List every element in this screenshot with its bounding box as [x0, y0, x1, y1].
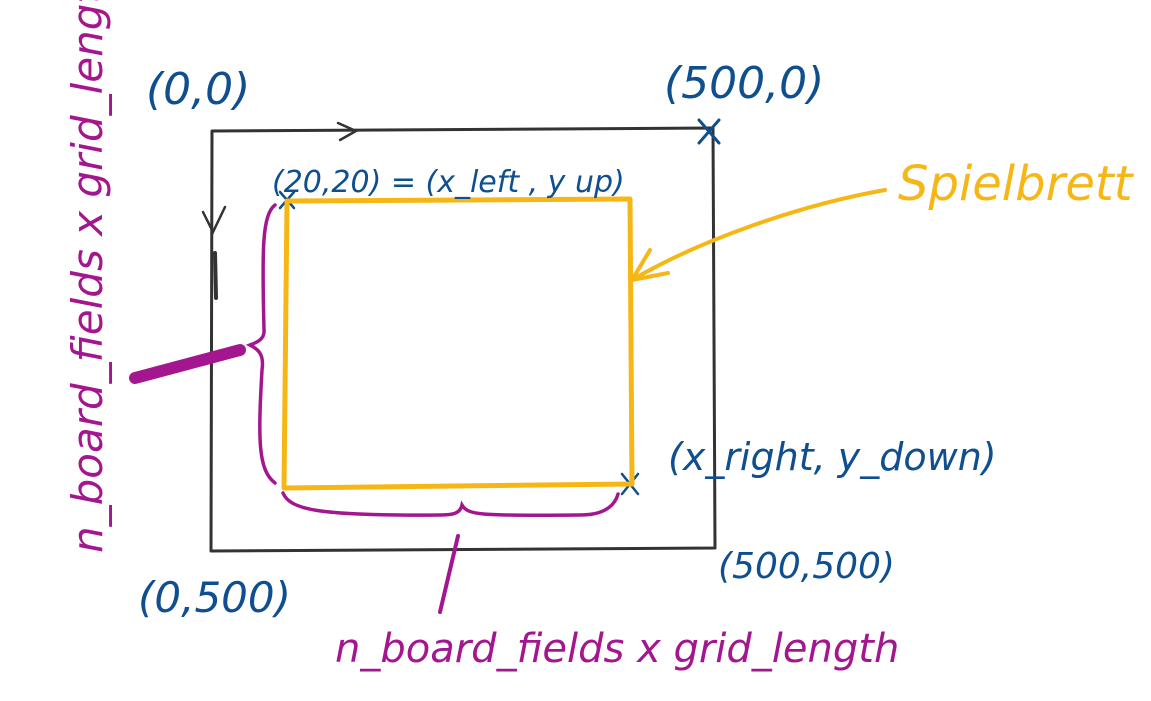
label-vertical-size: n_board_fields x grid_length	[63, 0, 112, 553]
label-board: Spielbrett	[898, 156, 1135, 212]
vertical-dimension-pointer	[129, 344, 246, 384]
label-origin: (0,0)	[146, 64, 250, 115]
label-top-right: (500,0)	[664, 58, 824, 109]
label-horizontal-size: n_board_fields x grid_length	[335, 626, 899, 672]
corner-marker-top-right	[697, 118, 721, 145]
label-bottom-left: (0,500)	[138, 573, 291, 622]
label-board-bottom-right: (x_right, y_down)	[668, 435, 997, 479]
horizontal-dimension-pointer	[438, 534, 460, 614]
left-edge-stroke	[213, 251, 218, 300]
board-rectangle	[281, 196, 635, 491]
x-axis-arrow	[336, 121, 359, 142]
vertical-dimension-brace	[245, 203, 277, 485]
board-pointer-arrow	[630, 188, 887, 282]
y-axis-arrow	[201, 205, 227, 235]
outer-frame	[209, 126, 717, 553]
label-bottom-right: (500,500)	[718, 546, 895, 587]
horizontal-dimension-brace	[281, 491, 620, 518]
label-board-top-left: (20,20) = (x_left , y up)	[272, 165, 625, 200]
